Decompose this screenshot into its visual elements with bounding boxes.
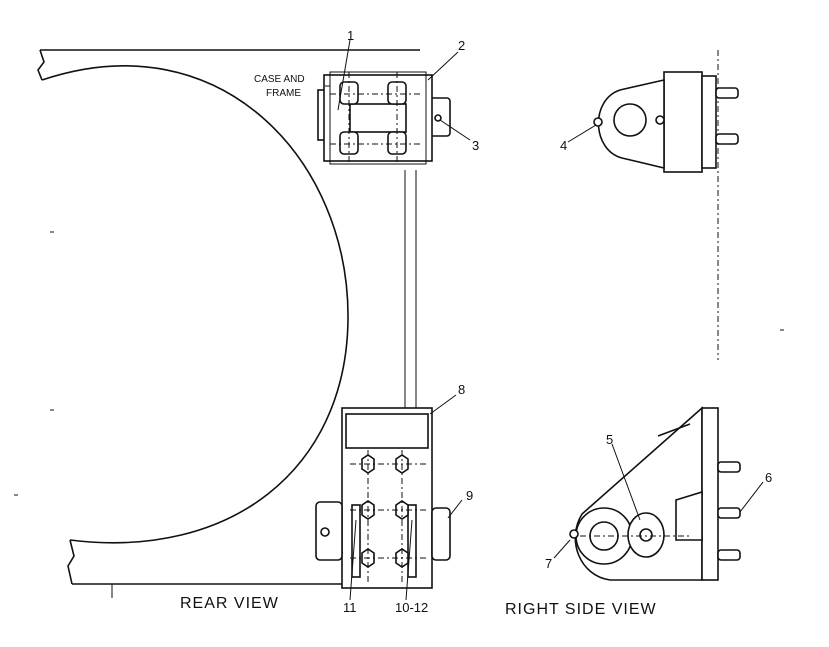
- lower-side-assembly: [569, 406, 741, 581]
- callout-labels: 1 2 3 4 5 6 7 8 9 10-12 11: [343, 28, 772, 615]
- rear-view-title: REAR VIEW: [180, 595, 279, 612]
- callout-9: 9: [466, 488, 473, 503]
- case-frame-note-line2: FRAME: [266, 88, 301, 99]
- case-frame-note-line1: CASE AND: [254, 74, 305, 85]
- callout-7: 7: [545, 556, 552, 571]
- leader-lines: [325, 39, 764, 601]
- callout-3: 3: [472, 138, 479, 153]
- annotations: CASE AND FRAME REAR VIEW RIGHT SIDE VIEW: [180, 74, 657, 618]
- callout-4: 4: [560, 138, 567, 153]
- callout-10-12: 10-12: [395, 600, 428, 615]
- upper-side-assembly: [593, 71, 739, 173]
- callout-6: 6: [765, 470, 772, 485]
- callout-8: 8: [458, 382, 465, 397]
- callout-1: 1: [347, 28, 354, 43]
- callout-5: 5: [606, 432, 613, 447]
- upper-rear-assembly: [317, 71, 451, 165]
- callout-11: 11: [343, 600, 357, 615]
- case-frame-outline: [14, 49, 784, 598]
- right-side-view-title: RIGHT SIDE VIEW: [505, 601, 657, 618]
- lower-rear-assembly: [315, 407, 451, 589]
- callout-2: 2: [458, 38, 465, 53]
